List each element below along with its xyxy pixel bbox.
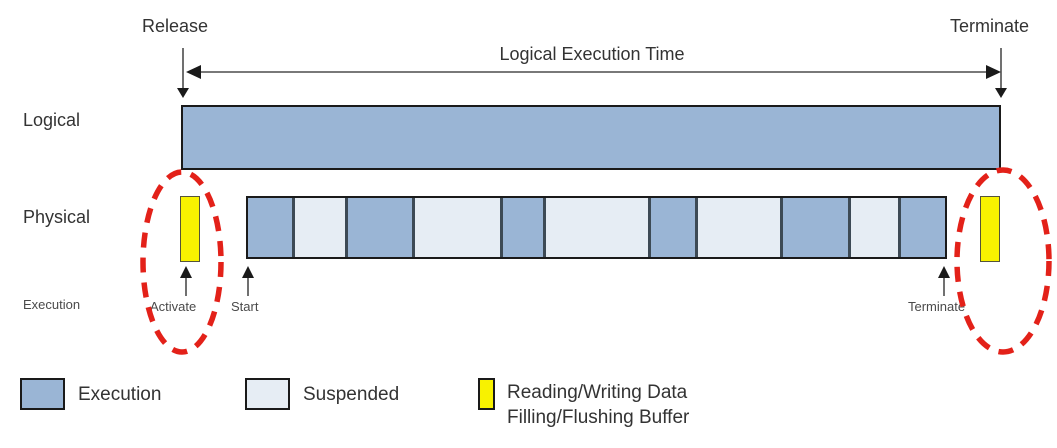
start-label: Start	[231, 299, 259, 314]
release-label: Release	[142, 16, 209, 36]
segment-execution	[780, 198, 848, 257]
segment-execution	[248, 198, 292, 257]
buffer-bar-terminate	[980, 196, 1000, 262]
legend-swatch-execution	[20, 378, 65, 410]
terminate-arrow-bottom	[938, 266, 950, 296]
highlight-ellipse-terminate	[954, 167, 1052, 355]
segment-suspended	[695, 198, 780, 257]
segment-suspended	[543, 198, 648, 257]
start-arrow	[242, 266, 254, 296]
segment-execution	[648, 198, 695, 257]
legend-swatch-buffer	[478, 378, 495, 410]
segment-suspended	[292, 198, 345, 257]
let-double-arrow	[186, 65, 1001, 79]
logical-execution-time-label: Logical Execution Time	[499, 44, 685, 64]
legend-label-buffer: Reading/Writing Data Filling/Flushing Bu…	[507, 380, 689, 430]
activate-arrow	[180, 266, 192, 296]
release-arrow	[177, 48, 189, 98]
physical-bar	[246, 196, 947, 259]
activate-label: Activate	[150, 299, 197, 314]
legend-label-suspended: Suspended	[303, 384, 400, 405]
legend-swatch-suspended	[245, 378, 290, 410]
logical-execution-bar	[181, 105, 1001, 170]
segment-suspended	[412, 198, 500, 257]
segment-execution	[345, 198, 412, 257]
legend-label-buffer-line1: Reading/Writing Data	[507, 382, 688, 403]
terminate-arrow-top	[995, 48, 1007, 98]
segment-execution	[898, 198, 945, 257]
segment-suspended	[848, 198, 898, 257]
terminate-label-bottom: Terminate	[908, 299, 966, 314]
segment-execution	[500, 198, 543, 257]
terminate-label-top: Terminate	[950, 16, 1030, 36]
execution-axis-label: Execution	[23, 297, 81, 312]
legend-label-buffer-line2: Filling/Flushing Buffer	[507, 407, 690, 428]
legend-label-execution: Execution	[78, 384, 162, 405]
buffer-bar-activate	[180, 196, 200, 262]
physical-row-label: Physical	[23, 207, 91, 227]
logical-row-label: Logical	[23, 110, 81, 130]
